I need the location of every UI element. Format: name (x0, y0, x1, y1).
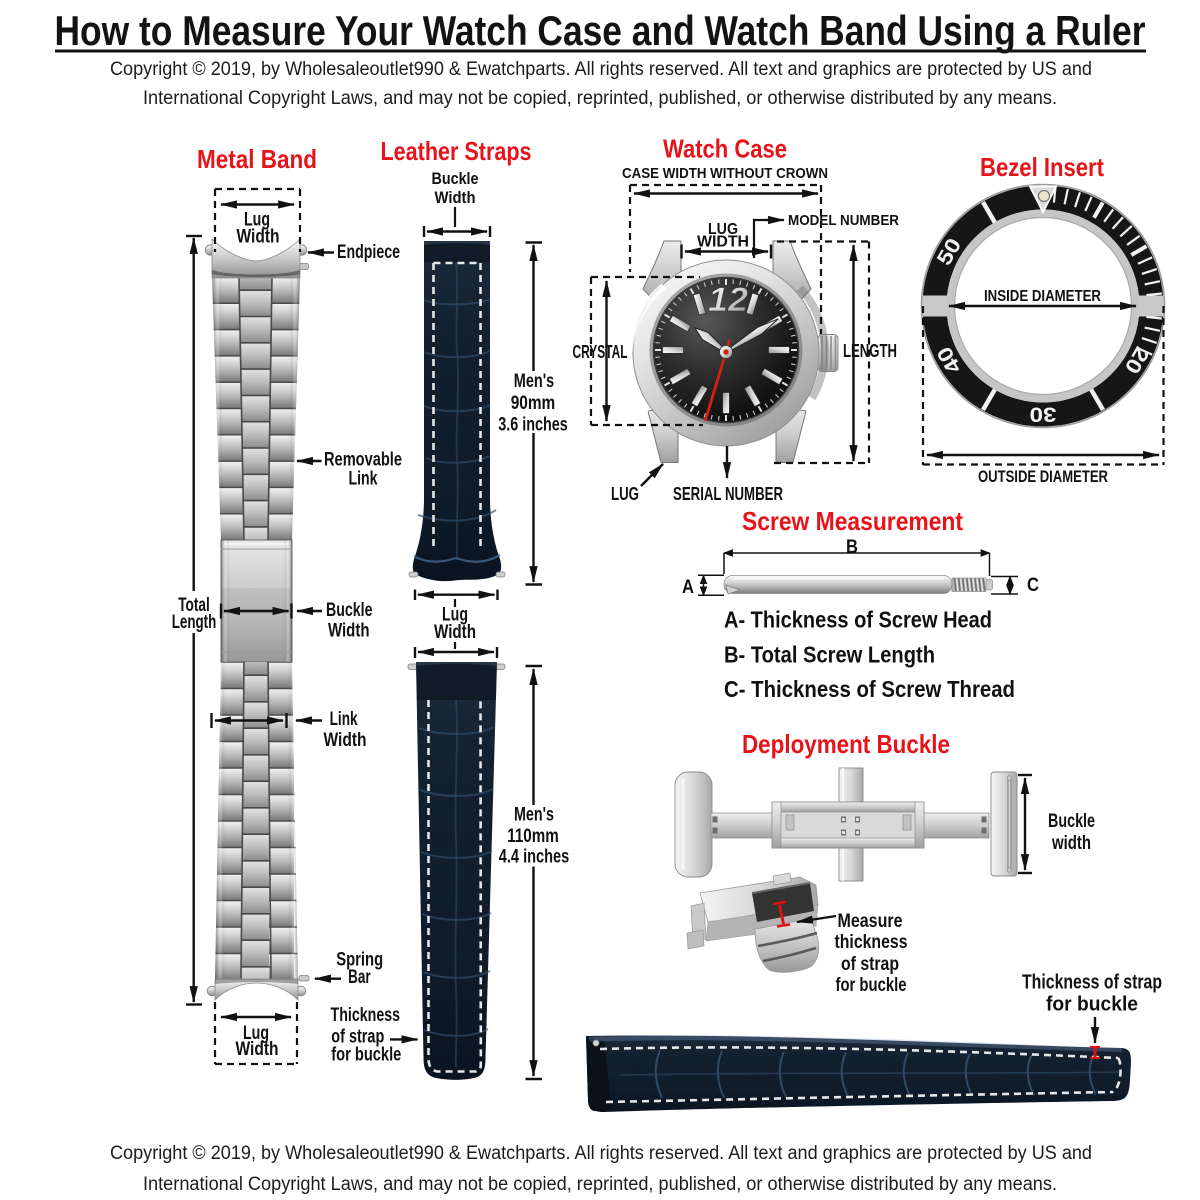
svg-text:Width: Width (236, 1039, 279, 1060)
svg-text:How to Measure Your Watch Case: How to Measure Your Watch Case and Watch… (55, 7, 1146, 54)
svg-text:Width: Width (324, 730, 367, 751)
svg-text:OUTSIDE DIAMETER: OUTSIDE DIAMETER (978, 468, 1108, 486)
svg-text:Width: Width (237, 227, 280, 248)
svg-text:International Copyright Laws,: International Copyright Laws, and may no… (143, 88, 1057, 109)
svg-text:90mm: 90mm (511, 393, 556, 414)
svg-text:Screw Measurement: Screw Measurement (742, 506, 963, 536)
svg-text:Metal Band: Metal Band (197, 144, 317, 174)
svg-text:INSIDE DIAMETER: INSIDE DIAMETER (984, 288, 1101, 305)
svg-text:Watch Case: Watch Case (663, 134, 787, 164)
svg-text:Leather Straps: Leather Straps (381, 136, 532, 166)
svg-text:Lug: Lug (244, 210, 270, 231)
svg-text:CRYSTAL: CRYSTAL (573, 342, 628, 362)
svg-text:Lug: Lug (442, 605, 468, 626)
svg-text:of strap: of strap (841, 954, 899, 975)
svg-text:Buckle: Buckle (326, 600, 373, 621)
svg-text:SERIAL NUMBER: SERIAL NUMBER (673, 484, 783, 504)
svg-text:Measure: Measure (838, 911, 903, 932)
svg-text:WIDTH: WIDTH (697, 234, 749, 251)
svg-text:Thickness: Thickness (331, 1005, 401, 1026)
svg-text:Width: Width (328, 621, 370, 642)
svg-text:Lug: Lug (243, 1023, 269, 1044)
svg-text:12: 12 (708, 281, 748, 319)
svg-text:Endpiece: Endpiece (337, 242, 400, 263)
svg-text:Copyright © 2019, by Wholesal: Copyright © 2019, by Wholesaleoutlet990 … (110, 59, 1092, 80)
svg-text:B: B (846, 537, 858, 558)
svg-text:Men's: Men's (514, 805, 554, 826)
svg-text:110mm: 110mm (507, 826, 559, 847)
svg-text:CASE WIDTH WITHOUT CROWN: CASE WIDTH WITHOUT CROWN (622, 165, 828, 182)
svg-text:Buckle: Buckle (432, 169, 479, 188)
svg-text:for buckle: for buckle (331, 1045, 401, 1066)
svg-text:Total: Total (178, 595, 210, 616)
svg-text:for buckle: for buckle (1046, 994, 1138, 1016)
svg-text:B- Total Screw Length: B- Total Screw Length (724, 642, 935, 668)
svg-text:A: A (682, 577, 694, 598)
svg-text:Removable: Removable (324, 450, 402, 471)
svg-text:Link: Link (349, 469, 378, 490)
svg-text:Length: Length (172, 612, 217, 633)
svg-text:width: width (1051, 833, 1091, 854)
svg-text:LUG: LUG (611, 484, 639, 504)
svg-text:for buckle: for buckle (836, 975, 907, 996)
svg-text:Bar: Bar (348, 967, 371, 988)
svg-text:Bezel Insert: Bezel Insert (980, 152, 1104, 182)
svg-text:C- Thickness of Screw Thread: C- Thickness of Screw Thread (724, 676, 1015, 702)
svg-text:Buckle: Buckle (1048, 811, 1095, 832)
svg-text:thickness: thickness (835, 932, 908, 953)
svg-text:of strap: of strap (331, 1027, 384, 1048)
svg-text:International Copyright Laws,: International Copyright Laws, and may no… (143, 1174, 1057, 1195)
svg-text:A- Thickness of Screw Head: A- Thickness of Screw Head (724, 607, 992, 633)
svg-text:LUG: LUG (708, 221, 738, 238)
svg-text:Thickness of strap: Thickness of strap (1022, 972, 1162, 994)
svg-text:Men's: Men's (514, 371, 555, 392)
svg-text:Spring: Spring (336, 950, 383, 971)
svg-text:Link: Link (330, 709, 358, 730)
svg-text:Width: Width (435, 188, 476, 207)
svg-text:Copyright © 2019, by Wholesal: Copyright © 2019, by Wholesaleoutlet990 … (110, 1143, 1092, 1164)
svg-text:C: C (1027, 575, 1039, 596)
svg-text:MODEL NUMBER: MODEL NUMBER (788, 212, 899, 229)
svg-text:3.6 inches: 3.6 inches (498, 415, 568, 436)
svg-text:Deployment Buckle: Deployment Buckle (742, 729, 950, 759)
svg-text:Width: Width (434, 622, 476, 643)
svg-text:4.4 inches: 4.4 inches (499, 847, 570, 868)
svg-text:30: 30 (1030, 403, 1057, 426)
